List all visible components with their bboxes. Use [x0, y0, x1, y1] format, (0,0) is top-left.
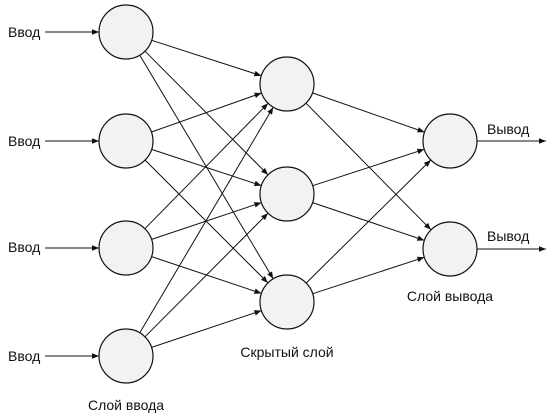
- edge-h3-o2: [312, 256, 425, 295]
- edge-i4-h1: [139, 106, 274, 334]
- input-layer-caption: Слой ввода: [88, 397, 164, 413]
- edge-i3-h1: [144, 102, 269, 230]
- connections: [139, 39, 432, 348]
- output-node-1: [422, 113, 478, 169]
- edge-i2-h2: [151, 148, 262, 187]
- edge-i1-h1: [151, 39, 262, 77]
- nodes: [98, 4, 478, 384]
- edge-h3-o1: [305, 159, 432, 284]
- output-node-2: [422, 221, 478, 277]
- input-node-1: [98, 4, 154, 60]
- hidden-node-1: [259, 56, 315, 112]
- hidden-node-3: [259, 274, 315, 330]
- input-label-1: Ввод: [8, 24, 40, 40]
- input-label-4: Ввод: [8, 348, 40, 364]
- hidden-node-2: [259, 166, 315, 222]
- output-label-1: Вывод: [487, 121, 529, 137]
- input-node-4: [98, 328, 154, 384]
- output-layer-caption: Слой вывода: [407, 288, 493, 304]
- edge-h1-o2: [305, 102, 432, 231]
- io-arrows: [45, 29, 546, 359]
- hidden-layer-caption: Скрытый слой: [240, 344, 333, 360]
- edge-i2-h1: [151, 92, 262, 133]
- output-label-2: Вывод: [487, 228, 529, 244]
- input-node-2: [98, 113, 154, 169]
- input-label-2: Ввод: [8, 133, 40, 149]
- input-node-3: [98, 220, 154, 276]
- input-label-3: Ввод: [8, 239, 40, 255]
- edge-i3-h2: [151, 202, 262, 240]
- labels: Ввод Ввод Ввод Ввод Вывод Вывод Слой вво…: [8, 24, 529, 413]
- edge-i4-h2: [144, 212, 269, 338]
- edge-h2-o1: [312, 148, 425, 187]
- edge-h1-o1: [312, 92, 425, 133]
- edge-i4-h3: [151, 310, 262, 348]
